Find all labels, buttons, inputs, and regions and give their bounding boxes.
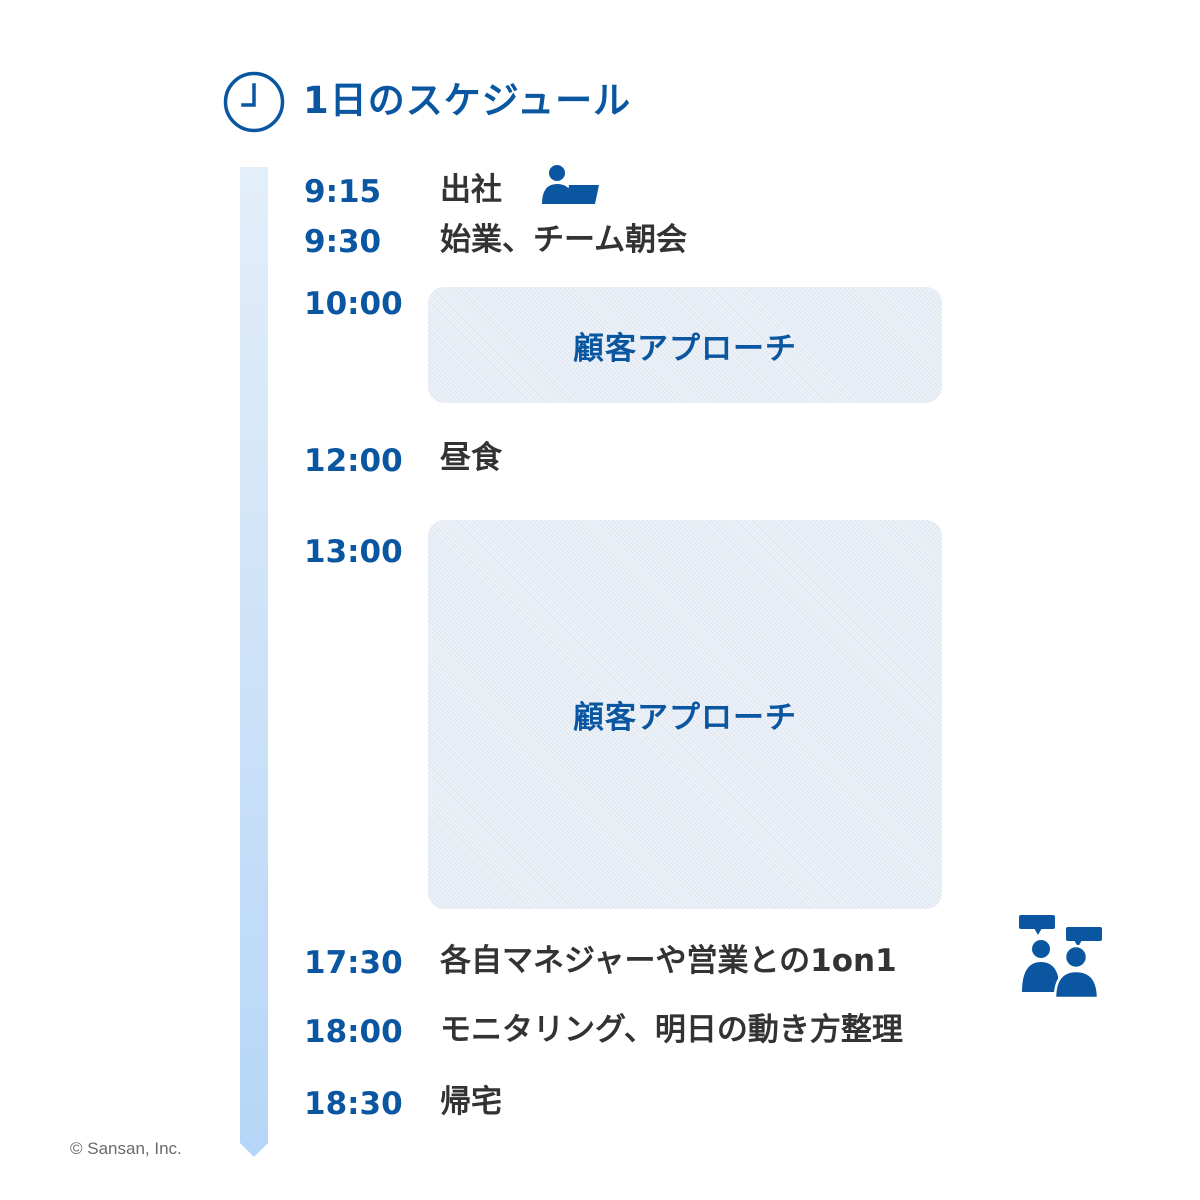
page-title: 1日のスケジュール [303, 79, 632, 122]
schedule-block: 顧客アプローチ [428, 520, 942, 909]
schedule-block-label: 顧客アプローチ [573, 700, 797, 736]
time-label: 9:30 [304, 224, 382, 260]
time-label: 17:30 [304, 945, 403, 981]
clock-icon [223, 71, 285, 133]
time-label: 12:00 [304, 443, 403, 479]
copyright-notice: © Sansan, Inc. [70, 1139, 182, 1158]
person-at-laptop-icon [542, 165, 599, 204]
schedule-block: 顧客アプローチ [428, 287, 942, 403]
meeting-people-icon [1019, 915, 1102, 1000]
schedule-item-label: 各自マネジャーや営業との1on1 [440, 943, 897, 979]
time-label: 9:15 [304, 174, 382, 210]
time-label: 10:00 [304, 286, 403, 322]
schedule-item-label: 始業、チーム朝会 [440, 222, 688, 258]
time-label: 18:30 [304, 1086, 403, 1122]
timeline-bar [240, 167, 268, 1157]
schedule-item-label: 昼食 [440, 440, 502, 476]
schedule-item-label: 帰宅 [440, 1084, 502, 1120]
schedule-item-label: モニタリング、明日の動き方整理 [440, 1012, 903, 1048]
schedule-block-label: 顧客アプローチ [573, 330, 797, 367]
time-label: 13:00 [304, 534, 403, 570]
time-label: 18:00 [304, 1014, 403, 1050]
schedule-item-label: 出社 [440, 172, 502, 208]
